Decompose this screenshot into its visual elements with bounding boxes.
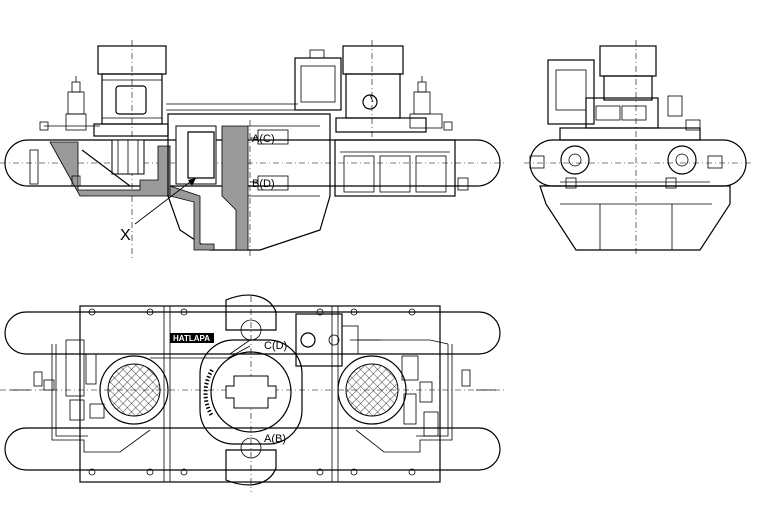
brand-plate xyxy=(170,333,214,343)
plan-tank-top xyxy=(4,311,501,355)
front-view: X A(C) B(D) xyxy=(0,40,505,260)
left-filter-ring xyxy=(99,355,169,425)
plan-view: HATLAPA xyxy=(0,294,505,492)
side-right-cover xyxy=(667,145,697,175)
right-filter-mesh xyxy=(345,363,399,417)
central-housing xyxy=(167,113,331,251)
bolt-row xyxy=(88,308,416,476)
plan-frame xyxy=(79,305,441,483)
right-motor-top xyxy=(342,45,404,75)
port-b-d-label: B(D) xyxy=(252,178,275,190)
port-a-c-label: A(C) xyxy=(252,133,275,145)
central-gear xyxy=(210,351,292,433)
section-x-label: X xyxy=(120,227,131,244)
port-a-b-label: A(B) xyxy=(264,433,286,445)
port-c-d-label: C(D) xyxy=(264,340,287,352)
side-left-cover xyxy=(560,145,590,175)
plan-tank-bottom xyxy=(4,427,501,471)
brand-text: HATLAPA xyxy=(173,334,210,343)
side-view xyxy=(524,40,752,256)
side-base xyxy=(539,185,731,251)
left-filter-mesh xyxy=(107,363,161,417)
right-filter-ring xyxy=(337,355,407,425)
